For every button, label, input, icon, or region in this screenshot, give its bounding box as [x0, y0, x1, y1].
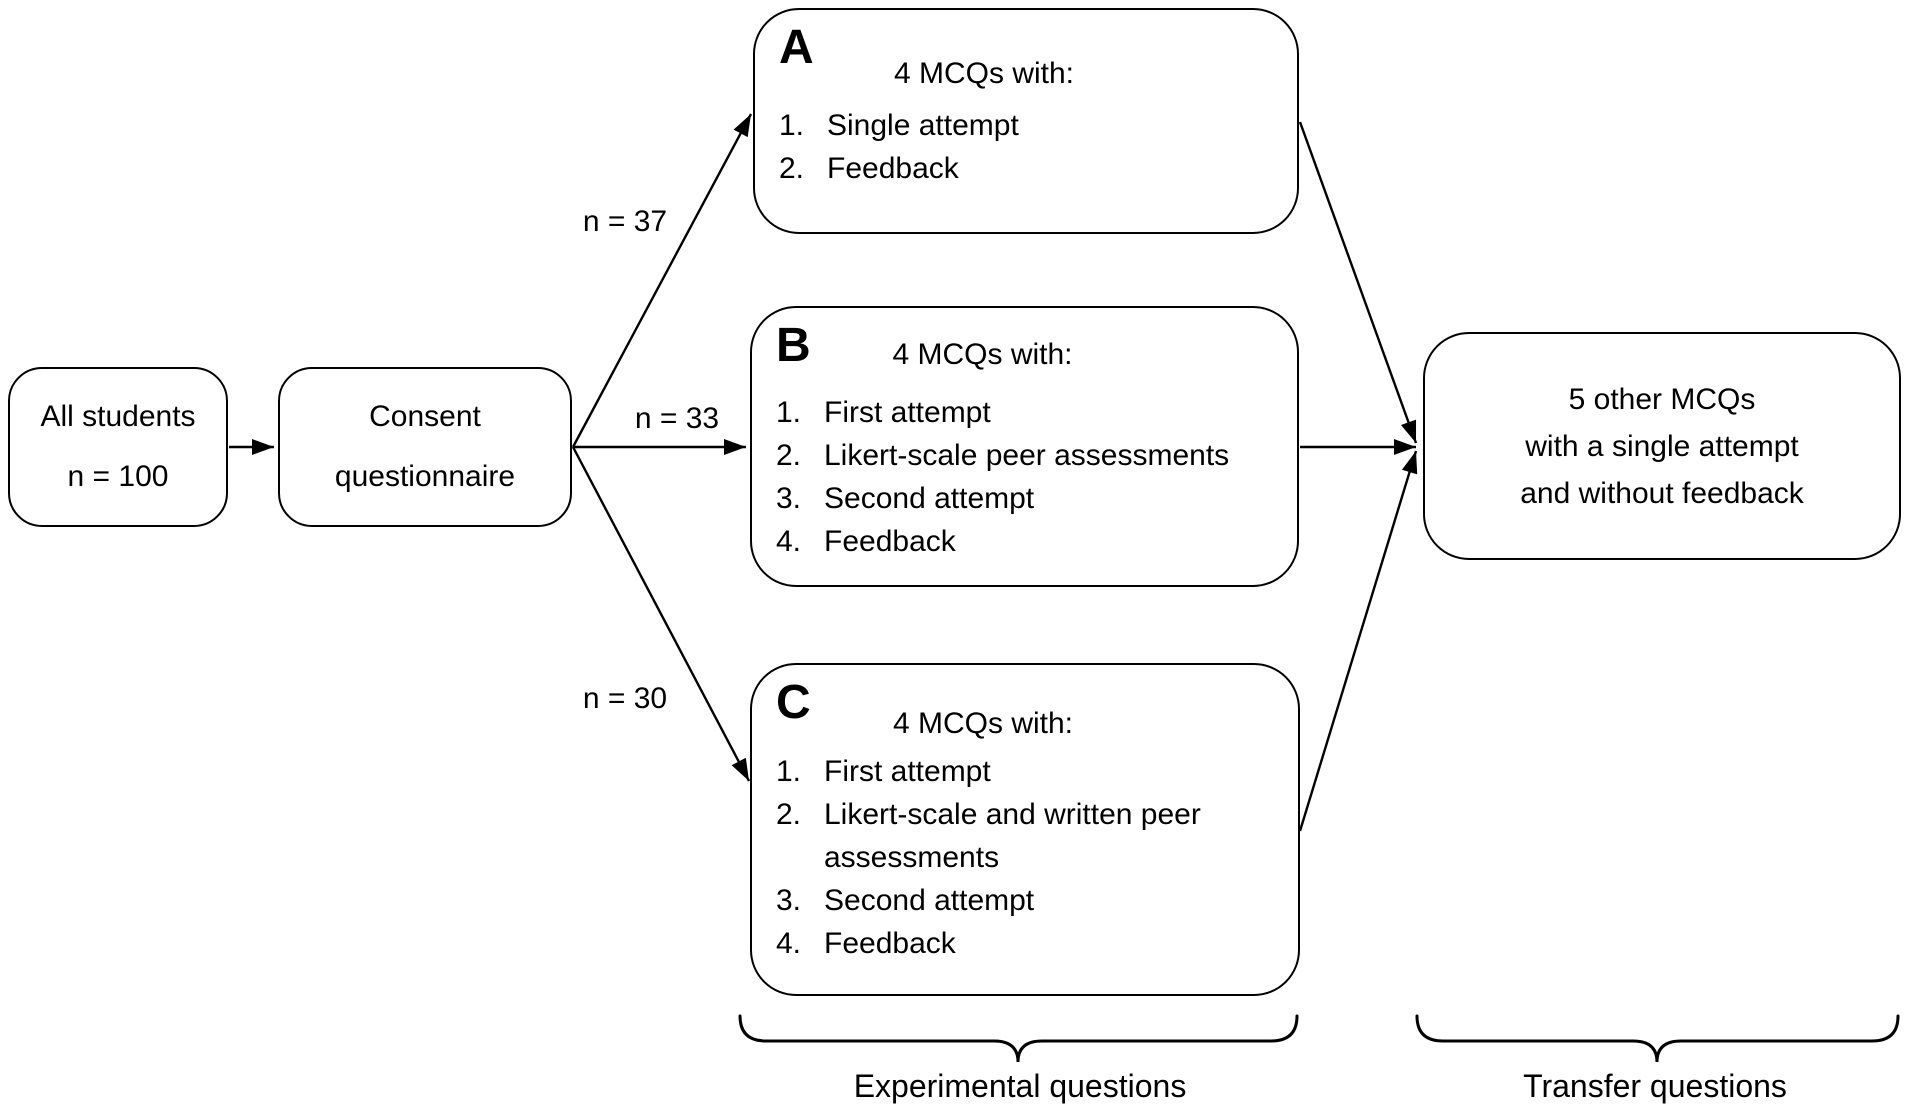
node-consent-questionnaire: Consent questionnaire [278, 367, 572, 527]
consent-line1: Consent [369, 400, 481, 433]
list-item-number: 1. [779, 109, 805, 142]
list-item-number: 3. [776, 482, 802, 515]
list-item-number: 1. [776, 755, 802, 788]
all-students-count: n = 100 [67, 460, 169, 493]
list-item: 3. Second attempt [776, 477, 1279, 520]
arrow-consent-to-group-a [571, 113, 753, 448]
group-c-title: 4 MCQs with: [892, 707, 1074, 740]
transfer-line3: and without feedback [1520, 476, 1804, 510]
group-b-title: 4 MCQs with: [892, 338, 1073, 371]
list-item-number: 4. [776, 525, 802, 558]
list-item-text: First attempt [824, 396, 991, 429]
list-item-text: First attempt [824, 755, 991, 788]
edge-label-n30: n = 30 [582, 682, 668, 715]
consent-line2: questionnaire [334, 460, 516, 493]
group-a-title: 4 MCQs with: [893, 57, 1075, 90]
arrow-group-a-to-transfer [1298, 121, 1418, 444]
list-item-number: 1. [776, 396, 802, 429]
list-item: 1. First attempt [776, 391, 1279, 434]
list-item-number: 2. [779, 152, 805, 185]
transfer-questions-caption: Transfer questions [1523, 1068, 1787, 1104]
list-item: 4. Feedback [776, 922, 1280, 965]
list-item: 2. Feedback [779, 147, 1279, 190]
transfer-line1: 5 other MCQs [1568, 382, 1756, 416]
list-item-text: Likert-scale and written peer assessment… [824, 798, 1201, 874]
list-item: 2. Likert-scale peer assessments [776, 434, 1279, 477]
group-b-list: 1. First attempt 2. Likert-scale peer asses… [752, 391, 1297, 563]
list-item-number: 2. [776, 439, 802, 472]
node-group-a: A 4 MCQs with: 1. Single attempt 2. Feedbac… [753, 8, 1299, 234]
list-item: 2. Likert-scale and written peer assessme… [776, 793, 1280, 879]
list-item-text: Likert-scale peer assessments [824, 439, 1230, 472]
arrow-consent-to-group-c [571, 446, 751, 782]
list-item-number: 4. [776, 927, 802, 960]
group-c-letter: C [776, 676, 811, 729]
transfer-line2: with a single attempt [1525, 429, 1799, 463]
list-item: 3. Second attempt [776, 879, 1280, 922]
node-all-students: All students n = 100 [8, 367, 228, 527]
list-item-number: 3. [776, 884, 802, 917]
experimental-questions-caption: Experimental questions [853, 1068, 1187, 1104]
node-group-b: B 4 MCQs with: 1. First attempt 2. Likert-s… [750, 306, 1299, 587]
group-a-list: 1. Single attempt 2. Feedback [755, 104, 1297, 190]
node-transfer-mcqs: 5 other MCQs with a single attempt and w… [1423, 332, 1901, 560]
list-item-text: Second attempt [824, 482, 1035, 515]
edge-label-n33: n = 33 [634, 402, 720, 435]
list-item-text: Second attempt [824, 884, 1035, 917]
group-a-letter: A [779, 21, 814, 74]
node-group-c: C 4 MCQs with: 1. First attempt 2. Likert-s… [750, 663, 1300, 996]
group-c-list: 1. First attempt 2. Likert-scale and writte… [752, 750, 1298, 965]
list-item: 4. Feedback [776, 520, 1279, 563]
list-item-text: Feedback [824, 525, 956, 558]
list-item: 1. First attempt [776, 750, 1280, 793]
all-students-label: All students [40, 400, 196, 433]
list-item: 1. Single attempt [779, 104, 1279, 147]
list-item-text: Feedback [827, 152, 959, 185]
transfer-questions-brace [1415, 1014, 1900, 1063]
list-item-number: 2. [776, 798, 802, 831]
arrow-group-c-to-transfer [1298, 450, 1418, 832]
list-item-text: Single attempt [827, 109, 1019, 142]
list-item-text: Feedback [824, 927, 956, 960]
edge-label-n37: n = 37 [582, 205, 668, 238]
group-b-letter: B [776, 319, 811, 372]
experimental-questions-brace [738, 1014, 1299, 1063]
